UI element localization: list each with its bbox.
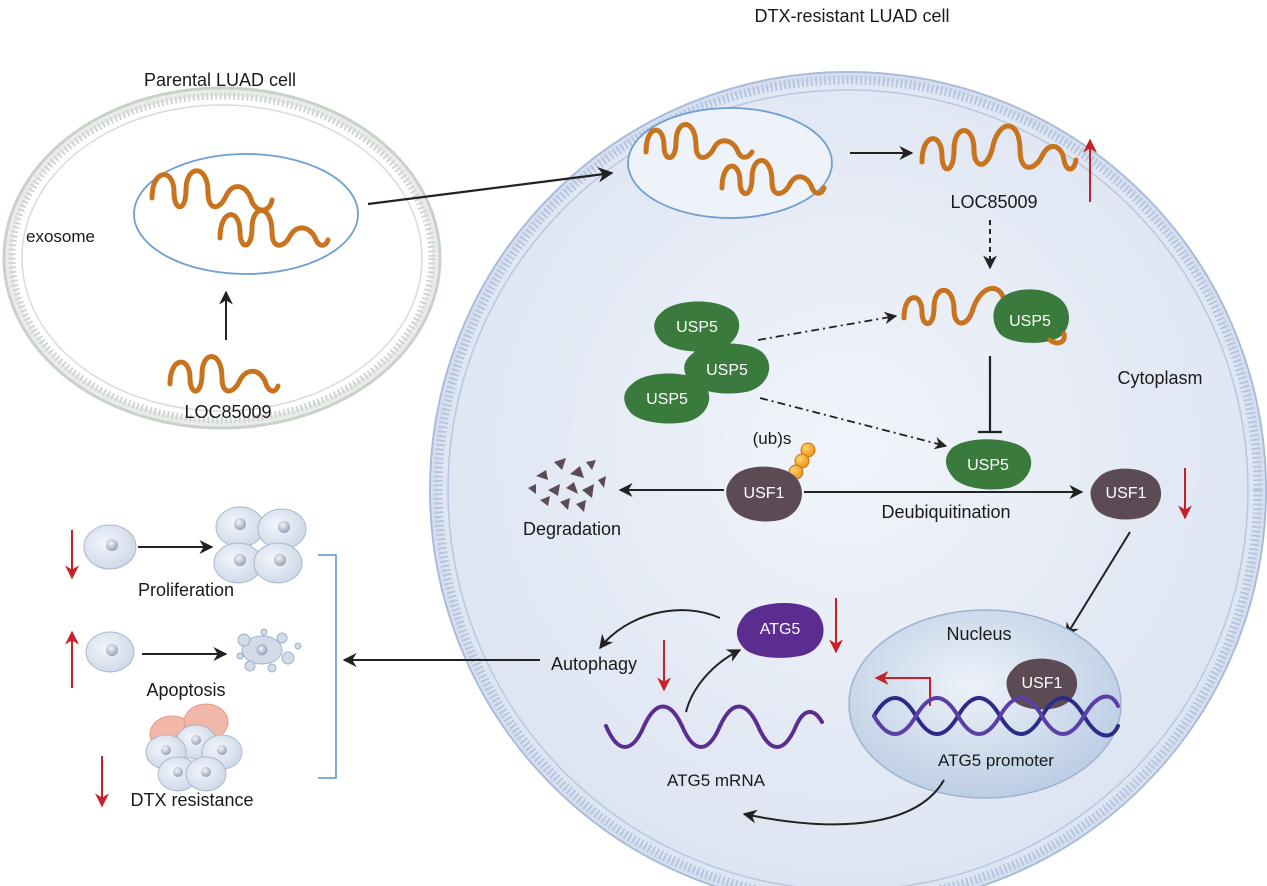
translation-arrow: [685, 649, 742, 713]
usp5-protein-d: [946, 439, 1032, 490]
apoptotic-cell: [236, 628, 302, 673]
usp5-label-b: USP5: [706, 362, 748, 379]
exosome-uptaken: [627, 107, 833, 219]
atg5-promoter-label: ATG5 promoter: [938, 751, 1054, 770]
dtx-resistance-label: DTX resistance: [130, 790, 253, 810]
nucleus-label: Nucleus: [946, 624, 1011, 644]
apoptosis-label: Apoptosis: [146, 680, 225, 700]
lncrna-resistant-label: LOC85009: [950, 192, 1037, 212]
usp5-label-c: USP5: [646, 391, 688, 408]
usf1-ubiquitinated: [726, 466, 802, 522]
cell-cluster-proliferation: [213, 506, 307, 584]
atg5-promoter-dna: [872, 694, 1120, 738]
usf1-nuc-label: USF1: [1022, 675, 1063, 692]
proliferation-label: Proliferation: [138, 580, 234, 600]
exosome-label: exosome: [26, 227, 95, 246]
exosome: [133, 153, 359, 275]
single-cell-proliferation: [83, 524, 137, 570]
usf1-ub-label: USF1: [744, 485, 785, 502]
degraded-fragments: [528, 458, 606, 512]
usf1-deub-label: USF1: [1106, 485, 1147, 502]
single-cell-apoptosis: [85, 631, 135, 673]
lncrna-usp5-complex: [901, 285, 1069, 346]
degradation-label: Degradation: [523, 519, 621, 539]
resistant-cell-cluster: [145, 703, 243, 792]
phenotype-bracket: [318, 554, 337, 779]
usp5-label-a: USP5: [676, 319, 718, 336]
lncrna-in-exosome: [149, 168, 331, 248]
usp5-protein-b: [684, 343, 770, 394]
usp5-protein-a: [654, 301, 740, 352]
lncrna-parental-label: LOC85009: [184, 402, 271, 422]
lncrna-in-uptaken-exosome: [643, 122, 827, 196]
nucleus: [848, 609, 1122, 799]
parental-cell-title: Parental LUAD cell: [144, 70, 296, 90]
autophagy-label: Autophagy: [551, 654, 637, 674]
transcription-arrow: [742, 779, 945, 826]
nuclear-import-arrow: [1065, 531, 1131, 638]
deubiquitination-label: Deubiquitination: [881, 502, 1010, 522]
cytoplasm-label: Cytoplasm: [1117, 368, 1202, 388]
transcription-start-arrow: [874, 671, 931, 706]
atg5-protein: [736, 602, 824, 658]
lncrna-resistant: [919, 123, 1079, 172]
usp5-label-d: USP5: [967, 457, 1009, 474]
resistant-cell-title: DTX-resistant LUAD cell: [754, 6, 949, 26]
usp5-bound-label: USP5: [1009, 313, 1051, 330]
atg5-protein-label: ATG5: [760, 621, 801, 638]
usp5-action-arrow: [759, 397, 948, 450]
usp5-protein-c: [624, 373, 710, 424]
autophagy-arrow: [599, 609, 721, 650]
ubiquitin-label: (ub)s: [753, 429, 792, 448]
atg5-mrna-label: ATG5 mRNA: [667, 771, 766, 790]
usp5-binding-arrow: [757, 311, 898, 341]
lncrna-parental: [167, 354, 281, 394]
atg5-mrna: [604, 704, 824, 749]
usf1-stabilized: [1090, 468, 1162, 520]
exosome-transfer-arrow: [367, 167, 614, 206]
inhibition-line: [978, 356, 1002, 434]
